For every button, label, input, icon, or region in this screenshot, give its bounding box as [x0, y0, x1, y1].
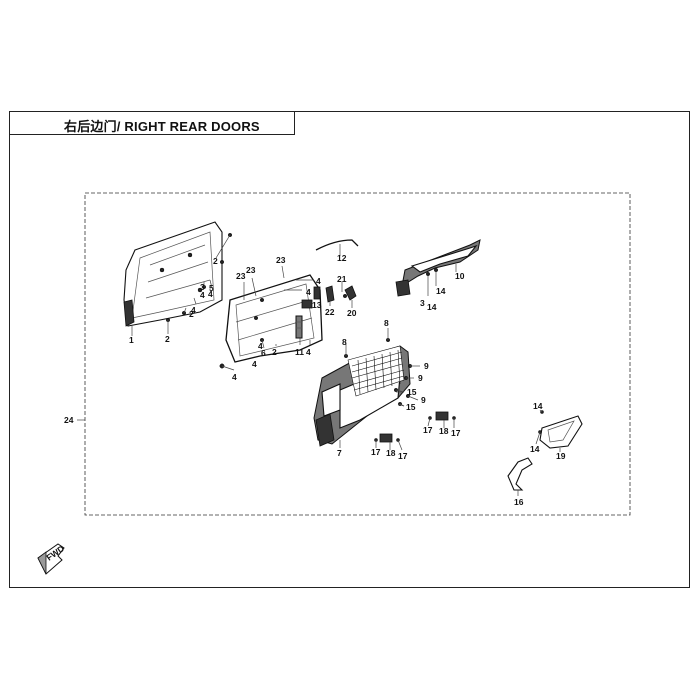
- callout: 2: [165, 334, 170, 344]
- diagram-frame: [9, 111, 690, 588]
- callout-labels: 1 2 2 2 3 4 4 4 5 6 23 23 4 4 2 4 4 13 2…: [64, 253, 566, 507]
- callout: 17: [423, 425, 433, 435]
- callout: 4: [306, 287, 311, 297]
- callout: 23: [246, 265, 256, 275]
- callout: 4: [191, 305, 196, 315]
- callout: 11: [295, 347, 304, 357]
- callout: 4: [306, 347, 311, 357]
- callout: 18: [439, 426, 449, 436]
- mesh-grille: [347, 345, 405, 397]
- door-latch-lower: [374, 433, 403, 451]
- rear-trim-panel: [395, 239, 481, 297]
- callout: 7: [337, 448, 342, 458]
- callout: 9: [418, 373, 423, 383]
- callout: 14: [427, 302, 437, 312]
- latch-assembly: [325, 282, 357, 308]
- callout: 23: [236, 271, 246, 281]
- callout: 14: [436, 286, 446, 296]
- hinge-bracket: [301, 286, 321, 309]
- callout: 15: [407, 387, 417, 397]
- callout: 17: [451, 428, 461, 438]
- callout: 12: [337, 253, 347, 263]
- callout: 5: [209, 283, 214, 293]
- callout: 2: [189, 309, 194, 319]
- callout: 4: [316, 276, 321, 286]
- callout: 22: [325, 307, 335, 317]
- door-outer-panel: [123, 221, 223, 327]
- callout: 3: [420, 298, 425, 308]
- callout: 3: [200, 282, 205, 292]
- callout: 1: [129, 335, 134, 345]
- callout: 14: [533, 401, 543, 411]
- callout: 4: [232, 372, 237, 382]
- callout: 2: [213, 256, 218, 266]
- callout: 13: [312, 300, 322, 310]
- leaders-part1: [131, 234, 231, 336]
- door-latch-upper: [427, 411, 456, 428]
- callout: 19: [556, 451, 566, 461]
- handle-bezel: [535, 409, 583, 452]
- assembly-boundary: [84, 192, 631, 516]
- callout: 9: [421, 395, 426, 405]
- callout: 14: [530, 444, 540, 454]
- callout: 20: [347, 308, 357, 318]
- callout: 24: [64, 415, 74, 425]
- callout: 21: [337, 274, 347, 284]
- callout: 4: [200, 290, 205, 300]
- callout: 15: [406, 402, 416, 412]
- callout: 2: [272, 347, 277, 357]
- callout: 8: [384, 318, 389, 328]
- door-strut: [295, 315, 303, 339]
- callout: 18: [386, 448, 396, 458]
- callout: 16: [514, 497, 524, 507]
- screws-part1: [165, 232, 232, 323]
- callout: 23: [276, 255, 286, 265]
- page-title: 右后边门/ RIGHT REAR DOORS: [64, 119, 260, 134]
- callout: 8: [342, 337, 347, 347]
- screws-part7: [344, 338, 413, 407]
- title-box: [9, 111, 295, 135]
- forward-arrow-icon: FWD: [37, 543, 66, 575]
- callout: 4: [208, 289, 213, 299]
- door-cable: [315, 239, 359, 256]
- callout: 4: [258, 341, 263, 351]
- door-handle: [507, 457, 533, 496]
- leader-15b: [397, 403, 405, 407]
- callout: 6: [261, 348, 266, 358]
- callout: 17: [371, 447, 381, 457]
- callout: 17: [398, 451, 408, 461]
- callout: 4: [252, 359, 257, 369]
- callout: 9: [424, 361, 429, 371]
- callout: 10: [455, 271, 465, 281]
